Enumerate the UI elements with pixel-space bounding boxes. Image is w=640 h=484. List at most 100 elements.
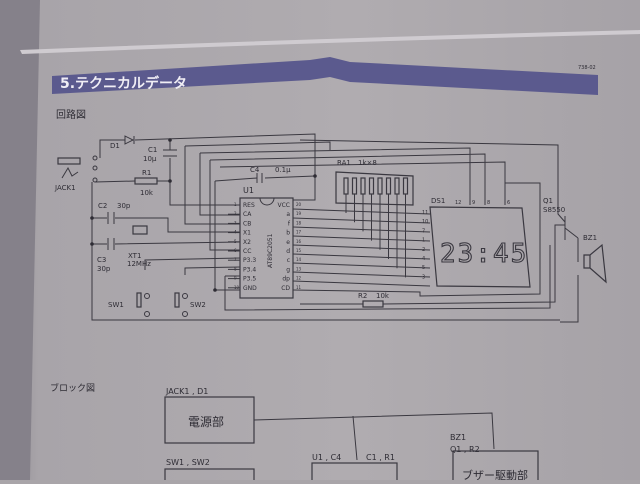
block-control-parts-2: C1 , R1	[366, 453, 395, 462]
ds1-top-pin-number: 12	[455, 200, 461, 206]
u1-right-pin-label: a	[286, 211, 290, 218]
r2-value: 10k	[376, 292, 390, 300]
block-switch	[164, 468, 255, 484]
u1-right-pin-label: CD	[281, 285, 290, 292]
ra1-value: 1k×8	[358, 159, 377, 167]
block-arrows	[253, 412, 495, 461]
u1-right-pin-number: 11	[296, 285, 302, 290]
page-top-edge	[20, 30, 640, 54]
u1-left-pin-label: CA	[243, 211, 252, 218]
c3-value: 30p	[97, 265, 111, 273]
resistor-r2	[362, 300, 384, 308]
block-diagram-heading: ブロック図	[50, 382, 95, 394]
u1-right-pin-number: 14	[296, 257, 302, 262]
u1-right-pin-label: VCC	[278, 202, 290, 209]
u1-left-pin-label: GND	[243, 285, 257, 292]
r1-label: R1	[142, 169, 151, 177]
c1-label: C1	[148, 146, 157, 154]
block-control	[311, 462, 398, 484]
ds1-left-pin-number: 4	[422, 256, 425, 262]
u1-part: AT89C2051	[267, 233, 274, 268]
section-title: 5.テクニカルデータ	[60, 75, 187, 92]
jack1-label: JACK1	[54, 184, 76, 192]
header-band	[52, 57, 598, 95]
junction-dots	[90, 138, 317, 292]
u1-right-pin-number: 15	[296, 248, 302, 253]
ra1-label: RA1	[337, 159, 351, 167]
u1-right-pin-label: b	[286, 230, 290, 237]
u1-chip	[239, 197, 294, 299]
u1-left-pin-label: P3.5	[243, 276, 256, 283]
block-power-label: 電源部	[188, 414, 224, 429]
page-code: 738-02	[578, 65, 596, 71]
c4-label: C4	[250, 166, 260, 174]
jack1-symbol	[57, 155, 98, 183]
u1-right-pin-label: c	[287, 257, 290, 264]
block-buzzer-parts: BZ1	[450, 433, 466, 442]
r1-value: 10k	[140, 189, 154, 197]
xt1-label: XT1	[128, 252, 141, 260]
ds1-left-pin-number: 5	[422, 265, 425, 271]
block-buzzer-label: ブザー駆動部	[462, 468, 528, 480]
ds1-top-pin-number: 9	[472, 200, 475, 206]
c2-value: 30p	[117, 202, 131, 210]
d1-label: D1	[110, 142, 120, 150]
diode-d1	[124, 135, 135, 145]
u1-right-pin-number: 20	[296, 202, 302, 207]
block-power-parts: JACK1 , D1	[165, 387, 208, 396]
seven-segment-digits: 23:45	[440, 239, 528, 269]
c3-label: C3	[97, 256, 106, 264]
ds1-left-pin-number: 11	[422, 210, 428, 216]
u1-left-pin-label: P3.4	[243, 266, 256, 273]
u1-right-pin-number: 18	[296, 220, 302, 225]
u1-notch	[259, 197, 275, 206]
ds1-left-pin-number: 7	[422, 228, 425, 234]
resistor-array-ra1	[335, 171, 414, 206]
sw2-label: SW2	[190, 301, 206, 309]
xt1-value: 12MHz	[127, 260, 151, 268]
u1-left-pin-label: RES	[243, 202, 255, 209]
u1-right-pin-number: 17	[296, 230, 302, 235]
u1-left-pin-label: X2	[243, 239, 251, 246]
buzzer-icon	[583, 243, 607, 284]
page-edge	[0, 0, 40, 480]
ra1-resistors	[343, 177, 409, 278]
capacitor-c4	[256, 173, 263, 183]
ds1-left-pin-number: 10	[422, 219, 428, 225]
schematic-heading: 回路図	[56, 108, 86, 121]
u1-left-pin-label: P3.3	[243, 257, 256, 264]
u1-right-pin-number: 12	[296, 276, 302, 281]
switch-sw2	[174, 292, 188, 317]
block-buzzer-parts-2: Q1 , R2	[450, 445, 480, 454]
u1-right-pin-label: e	[286, 239, 290, 246]
resistor-r1	[134, 177, 158, 185]
ds1-label: DS1	[431, 197, 445, 205]
ds1-top-pin-number: 6	[507, 200, 510, 206]
ds1-top-pin-number: 8	[487, 200, 490, 206]
block-control-parts: U1 , C4	[312, 453, 341, 462]
q1-part: S8550	[543, 206, 565, 214]
r2-label: R2	[358, 292, 367, 300]
c4-value: 0.1μ	[275, 166, 291, 174]
sw1-label: SW1	[108, 301, 124, 309]
block-switch-parts: SW1 , SW2	[166, 458, 210, 467]
u1-left-pin-label: CC	[243, 248, 251, 255]
q1-label: Q1	[543, 197, 553, 205]
u1-label: U1	[243, 186, 254, 195]
c1-value: 10μ	[143, 155, 157, 163]
ds1-left-pin-number: 3	[422, 274, 425, 280]
ds1-left-pin-number: 1	[422, 238, 425, 244]
u1-right-pin-number: 19	[296, 211, 302, 216]
u1-right-pin-label: dp	[282, 276, 290, 283]
display-ds1	[429, 206, 531, 288]
switch-sw1	[136, 292, 150, 317]
u1-right-pin-label: g	[286, 266, 290, 273]
u1-right-pin-label: d	[286, 248, 290, 255]
crystal-xt1	[132, 225, 148, 235]
ds1-left-pin-number: 2	[422, 247, 425, 253]
capacitors-c2-c3	[107, 212, 115, 250]
